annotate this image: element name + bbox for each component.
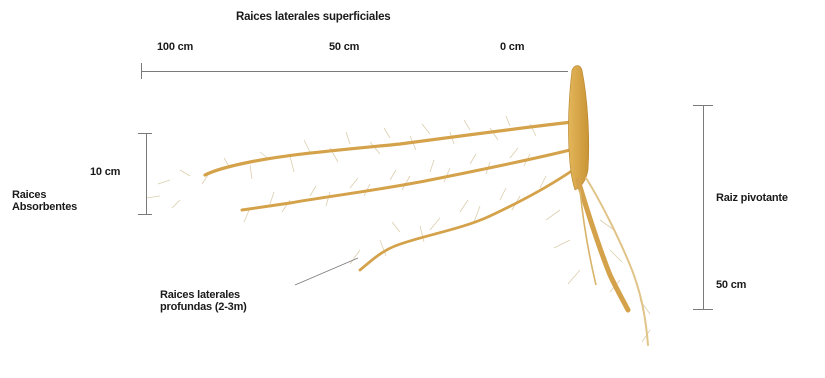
depth-label-10cm: 10 cm [90,166,120,178]
taproot-label: Raiz pivotante [716,192,788,204]
scale-label-100cm: 100 cm [157,41,193,53]
absorbent-roots-label: Raices Absorbentes [12,189,77,213]
deep-lateral-roots-label: Raices laterales profundas (2-3m) [160,289,247,313]
depth-label-50cm: 50 cm [716,279,746,291]
scale-label-50cm: 50 cm [329,41,359,53]
scale-label-0cm: 0 cm [500,41,524,53]
diagram-title: Raices laterales superficiales [236,11,390,23]
